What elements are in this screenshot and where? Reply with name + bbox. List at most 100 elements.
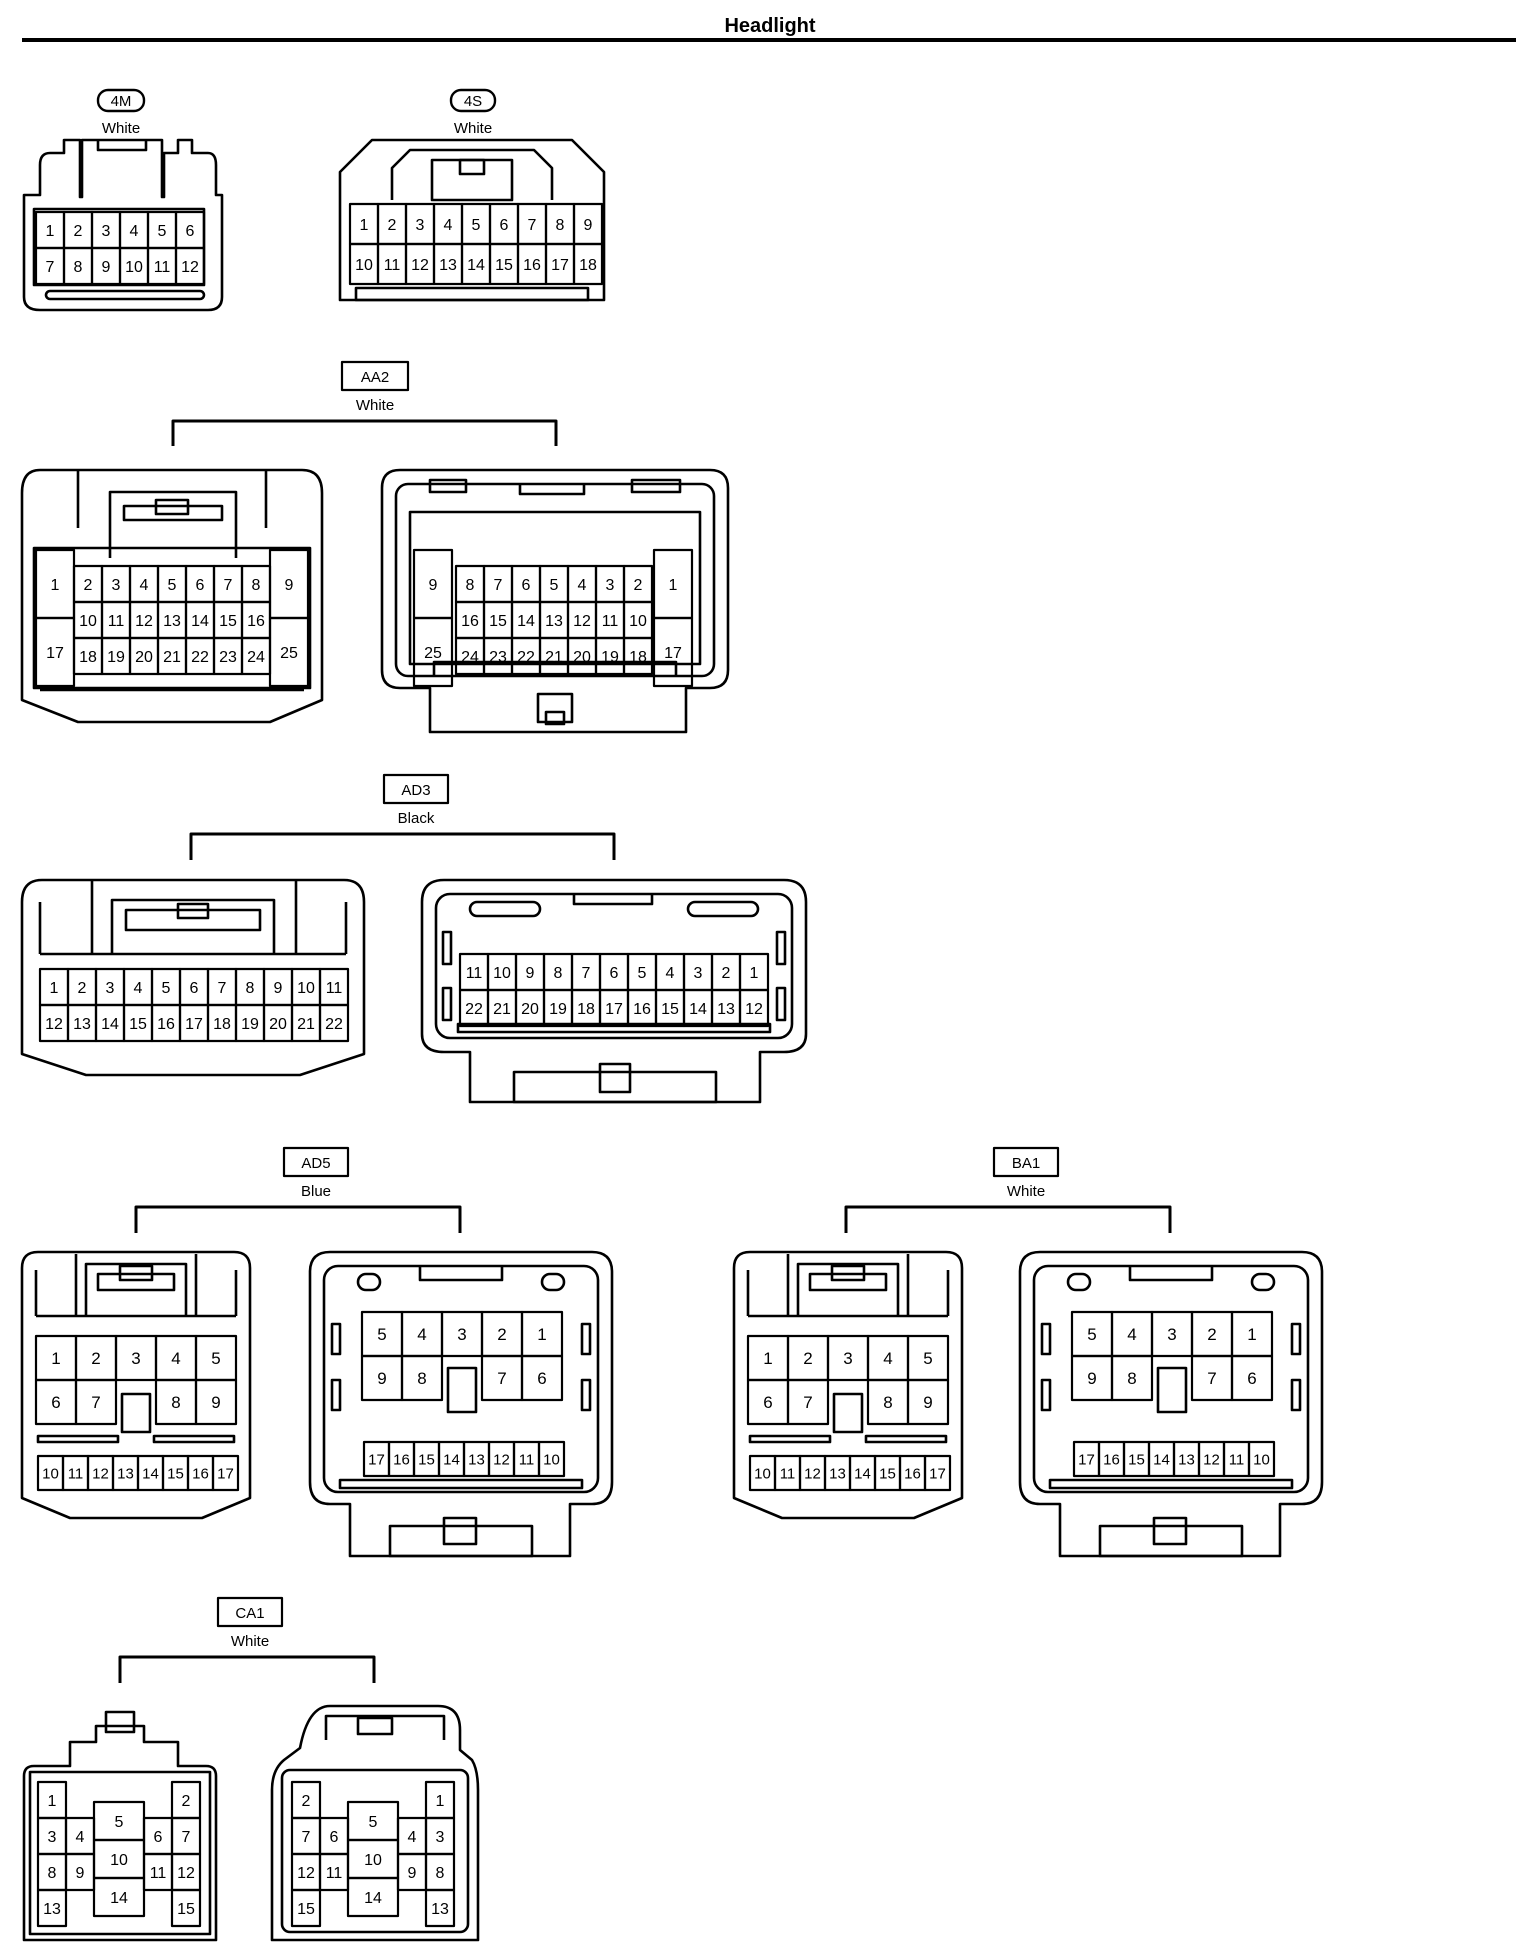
pin-box bbox=[652, 616, 694, 688]
pin-box bbox=[1230, 1354, 1274, 1402]
pin-cell: 3 bbox=[1150, 1310, 1194, 1358]
pin-cell: 2 bbox=[66, 967, 98, 1007]
pin-number: 3 bbox=[112, 577, 121, 594]
pin-number: 1 bbox=[50, 980, 59, 997]
pin-number: 16 bbox=[461, 613, 479, 630]
pin-number: 3 bbox=[102, 223, 111, 240]
pin-number: 18 bbox=[579, 257, 597, 274]
connector-hood bbox=[324, 1714, 446, 1740]
pin-cell: 8 bbox=[154, 1378, 198, 1426]
pin-number: 11 bbox=[519, 1451, 535, 1468]
pin-number: 13 bbox=[468, 1451, 485, 1468]
pin-cell: 16 bbox=[1097, 1440, 1126, 1478]
pin-number: 13 bbox=[73, 1016, 91, 1033]
pin-cell: 3 bbox=[114, 1334, 158, 1382]
pin-cell: 14 bbox=[460, 242, 492, 286]
connector-housing bbox=[270, 1704, 480, 1942]
pin-number: 11 bbox=[108, 613, 125, 630]
pin-number: 12 bbox=[181, 259, 199, 276]
pin-number: 2 bbox=[84, 577, 93, 594]
connector-latch-tip bbox=[1152, 1516, 1188, 1546]
pin-number: 6 bbox=[522, 577, 531, 594]
pin-number: 1 bbox=[436, 1793, 445, 1810]
pin-number: 9 bbox=[584, 217, 593, 234]
pin-cell: 12 bbox=[86, 1454, 115, 1492]
pin-number: 15 bbox=[177, 1901, 195, 1918]
pin-number: 6 bbox=[190, 980, 199, 997]
pin-cell: 5 bbox=[538, 564, 570, 604]
connector-latch bbox=[84, 1262, 188, 1316]
pin-box bbox=[738, 988, 770, 1028]
pin-number: 4 bbox=[578, 577, 587, 594]
connector-code: 4S bbox=[464, 93, 482, 110]
pin-number: 11 bbox=[780, 1465, 796, 1482]
connector-side-slot bbox=[775, 986, 787, 1022]
pin-number: 14 bbox=[142, 1465, 159, 1482]
pin-number: 14 bbox=[517, 613, 535, 630]
polarizing-key bbox=[1156, 1366, 1188, 1414]
pin-cell: 11 bbox=[773, 1454, 802, 1492]
pin-cell: 14 bbox=[94, 1003, 126, 1043]
connector-code: AA2 bbox=[361, 369, 389, 386]
pin-cell: 17 bbox=[362, 1440, 391, 1478]
connector-lock bbox=[1128, 1266, 1214, 1282]
pin-grid-frame bbox=[408, 510, 702, 666]
pin-number: 9 bbox=[377, 1369, 386, 1388]
connector-rail bbox=[152, 1434, 236, 1444]
pin-number: 10 bbox=[754, 1465, 771, 1482]
pin-box bbox=[211, 1454, 240, 1492]
pin-number: 1 bbox=[48, 1793, 57, 1810]
connector-latch bbox=[96, 140, 148, 152]
pin-number: 12 bbox=[1203, 1451, 1220, 1468]
pin-number: 9 bbox=[526, 965, 535, 982]
pin-cell: 13 bbox=[538, 600, 570, 640]
pin-cell: 6 bbox=[142, 1816, 174, 1856]
pin-cell: 1 bbox=[34, 1334, 78, 1382]
pin-number: 17 bbox=[1078, 1451, 1095, 1468]
pin-cell: 7 bbox=[786, 1378, 830, 1426]
pin-number: 10 bbox=[364, 1852, 382, 1869]
pin-cell: 5 bbox=[360, 1310, 404, 1358]
pin-number: 10 bbox=[543, 1451, 560, 1468]
pin-cell: 12 bbox=[290, 1852, 322, 1892]
pin-number: 14 bbox=[191, 613, 209, 630]
pin-cell: 2 bbox=[376, 202, 408, 246]
pin-number: 2 bbox=[1207, 1325, 1216, 1344]
pin-number: 5 bbox=[158, 223, 167, 240]
pin-number: 15 bbox=[661, 1001, 679, 1018]
connector-lock bbox=[176, 902, 210, 920]
pin-number: 7 bbox=[497, 1369, 506, 1388]
group-bracket bbox=[118, 1655, 376, 1683]
connector-latch bbox=[110, 898, 276, 954]
pin-number: 10 bbox=[110, 1852, 128, 1869]
pin-number: 15 bbox=[297, 1901, 315, 1918]
connector-side-slot bbox=[1040, 1378, 1052, 1412]
pin-cell: 25 bbox=[412, 616, 454, 688]
pin-number: 20 bbox=[269, 1016, 287, 1033]
pin-cell: 22 bbox=[318, 1003, 350, 1043]
pin-box bbox=[290, 1888, 322, 1928]
pin-cell: 15 bbox=[290, 1888, 322, 1928]
connector-code-badge bbox=[382, 773, 450, 805]
pin-cell: 4 bbox=[866, 1334, 910, 1382]
pin-cell: 15 bbox=[161, 1454, 190, 1492]
pin-number: 2 bbox=[634, 577, 643, 594]
connector-housing bbox=[420, 878, 808, 1104]
pin-number: 6 bbox=[537, 1369, 546, 1388]
pin-number: 13 bbox=[163, 613, 181, 630]
pin-number: 7 bbox=[46, 259, 55, 276]
pin-cell: 15 bbox=[873, 1454, 902, 1492]
pin-cell: 8 bbox=[240, 564, 272, 604]
pin-cell: 18 bbox=[206, 1003, 238, 1043]
pin-number: 14 bbox=[110, 1890, 128, 1907]
connector-rib bbox=[1250, 1272, 1276, 1292]
pin-number: 17 bbox=[664, 645, 682, 662]
pin-number: 6 bbox=[1247, 1369, 1256, 1388]
pin-cell: 16 bbox=[454, 600, 486, 640]
pin-cell: 8 bbox=[1110, 1354, 1154, 1402]
pin-cell: 10 bbox=[486, 952, 518, 992]
pin-cell: 17 bbox=[34, 616, 76, 688]
connector-lock bbox=[418, 1266, 504, 1282]
pin-number: 5 bbox=[1087, 1325, 1096, 1344]
